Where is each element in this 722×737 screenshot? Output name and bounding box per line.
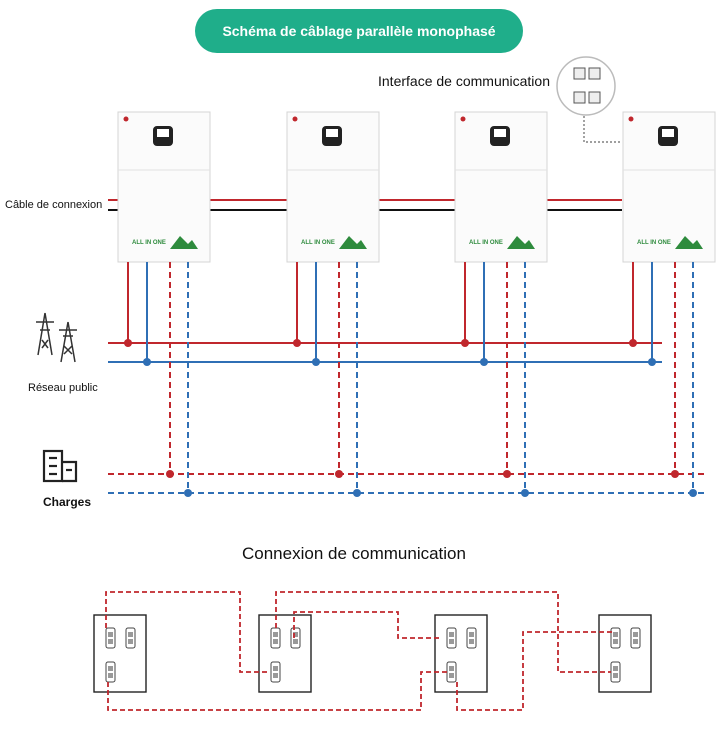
mountain-logo-icon	[675, 236, 703, 249]
junction-dot	[293, 339, 301, 347]
junction-dot	[503, 470, 511, 478]
inverter-unit: ALL IN ONE	[454, 111, 548, 263]
junction-dot	[689, 489, 697, 497]
grid-label: Réseau public	[28, 382, 98, 394]
comm-cable	[105, 591, 270, 673]
junction-dot	[166, 470, 174, 478]
rj45-port-icon	[105, 627, 116, 649]
comm-module	[434, 614, 488, 693]
inverter-unit: ALL IN ONE	[622, 111, 716, 263]
junction-dot	[461, 339, 469, 347]
comm-cable	[456, 631, 612, 711]
rj45-port-icon	[125, 627, 136, 649]
rj45-port-icon	[446, 661, 457, 683]
brand-logo-icon	[123, 116, 129, 122]
badge-text: ALL IN ONE	[132, 240, 166, 246]
mountain-logo-icon	[507, 236, 535, 249]
comm-section-title: Connexion de communication	[242, 544, 466, 563]
rj45-port-icon	[466, 627, 477, 649]
mountain-logo-icon	[170, 236, 198, 249]
badge-text: ALL IN ONE	[469, 240, 503, 246]
rj45-port-icon	[270, 661, 281, 683]
brand-logo-icon	[460, 116, 466, 122]
mountain-logo-icon	[339, 236, 367, 249]
inverter-unit: ALL IN ONE	[286, 111, 380, 263]
rj45-port-icon	[630, 627, 641, 649]
comm-cable	[293, 611, 440, 639]
junction-dot	[671, 470, 679, 478]
rj45-port-icon	[610, 661, 621, 683]
brand-logo-icon	[292, 116, 298, 122]
junction-dot	[143, 358, 151, 366]
building-icon	[42, 449, 78, 483]
comm-interface-link	[583, 116, 622, 143]
loads-label: Charges	[43, 495, 91, 509]
badge-text: ALL IN ONE	[301, 240, 335, 246]
junction-dot	[312, 358, 320, 366]
comm-interface-label: Interface de communication	[378, 73, 550, 89]
cable-label: Câble de connexion	[5, 199, 102, 211]
comm-cable	[275, 591, 611, 673]
junction-dot	[521, 489, 529, 497]
rj45-port-icon	[105, 661, 116, 683]
comm-module	[93, 614, 147, 693]
comm-module	[258, 614, 312, 693]
comm-cable	[107, 671, 447, 711]
comm-interface-icon	[556, 56, 616, 116]
rj45-port-icon	[270, 627, 281, 649]
junction-dot	[335, 470, 343, 478]
junction-dot	[184, 489, 192, 497]
junction-dot	[353, 489, 361, 497]
brand-logo-icon	[628, 116, 634, 122]
rj45-port-icon	[290, 627, 301, 649]
inverter-unit: ALL IN ONE	[117, 111, 211, 263]
comm-module	[598, 614, 652, 693]
rj45-port-icon	[446, 627, 457, 649]
diagram-title: Schéma de câblage parallèle monophasé	[195, 9, 523, 53]
junction-dot	[480, 358, 488, 366]
rj45-port-icon	[610, 627, 621, 649]
junction-dot	[124, 339, 132, 347]
badge-text: ALL IN ONE	[637, 240, 671, 246]
junction-dot	[648, 358, 656, 366]
power-tower-icon	[36, 312, 77, 363]
junction-dot	[629, 339, 637, 347]
